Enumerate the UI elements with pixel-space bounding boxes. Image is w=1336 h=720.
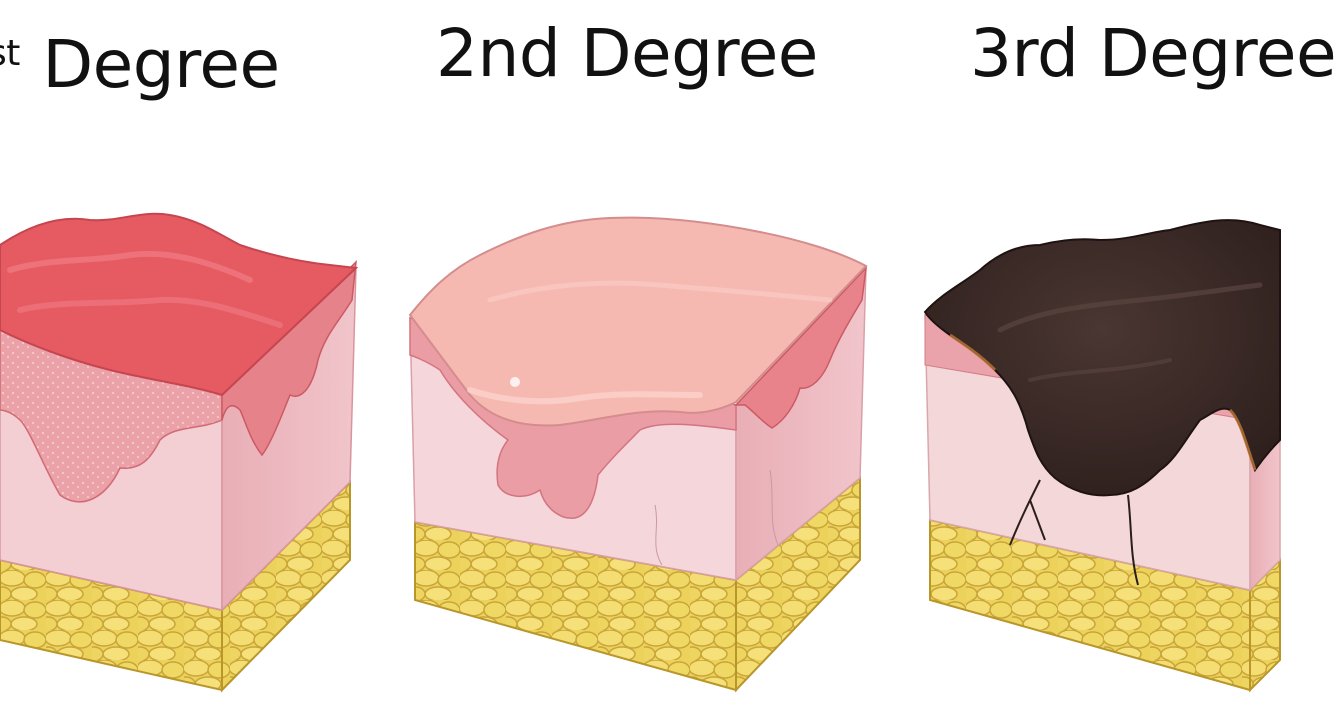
charred-eschar (923, 219, 1281, 497)
epidermis-side (734, 265, 868, 429)
second-degree-title: 2nd Degree (436, 15, 818, 92)
second-degree-block (408, 216, 868, 693)
third-degree-block (923, 219, 1281, 693)
first-degree-block (0, 212, 359, 693)
skin-illustrations (0, 212, 1281, 693)
first-degree-word: Degree (42, 26, 280, 103)
third-degree-title: 3rd Degree (970, 15, 1336, 92)
epidermis-front (0, 319, 223, 503)
first-degree-ordinal: st (0, 33, 20, 74)
burn-degrees-diagram: st Degree 2nd Degree 3rd Degree (0, 14, 1336, 693)
first-degree-title: st Degree (0, 14, 280, 105)
blister-top-surface (408, 216, 868, 427)
epidermis-side (221, 259, 357, 457)
crack-lines (1127, 494, 1139, 586)
crack-lines (1009, 479, 1046, 546)
